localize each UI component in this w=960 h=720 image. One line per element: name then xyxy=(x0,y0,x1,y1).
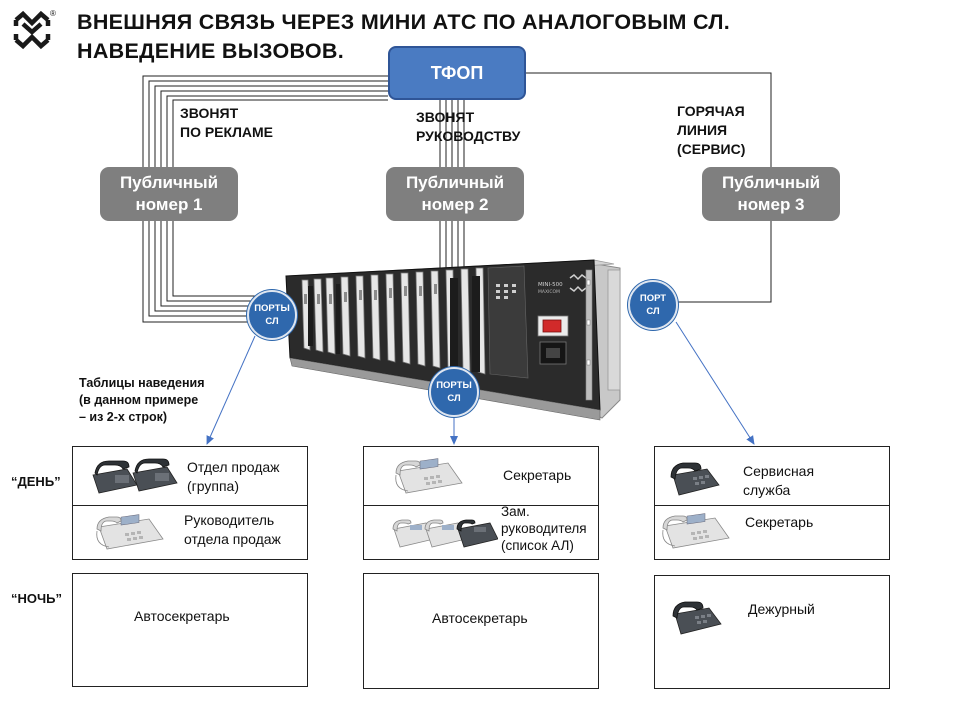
system-phone-icon xyxy=(662,513,730,549)
slide-title: ВНЕШНЯЯ СВЯЗЬ ЧЕРЕЗ МИНИ АТС ПО АНАЛОГОВ… xyxy=(77,8,730,66)
cell-line: Сервисная xyxy=(743,463,815,479)
cell-line: отдела продаж xyxy=(184,531,281,547)
device-brand-label: MAXICOM xyxy=(538,289,560,295)
trunk-ports-badge-2: ПОРТЫ СЛ xyxy=(429,367,479,417)
line-card-slots xyxy=(301,265,529,379)
system-phone-icon xyxy=(96,514,164,550)
dark-phone-icon xyxy=(670,462,720,496)
table-row: Зам. руководителя (список АЛ) xyxy=(364,503,598,559)
caption-line: ЗВОНЯТ xyxy=(180,105,239,121)
power-switch-icon xyxy=(542,319,562,333)
caption-public-number-3: ГОРЯЧАЯ ЛИНИЯ (СЕРВИС) xyxy=(677,102,745,159)
table-cell-text: Сервисная служба xyxy=(743,462,814,500)
table-cell-text: Секретарь xyxy=(503,467,572,483)
two-dark-phones-icon xyxy=(92,458,178,494)
public-number-3: Публичный номер 3 xyxy=(702,167,840,221)
routing-table-3-day: Сервисная служба Секретарь xyxy=(654,446,890,560)
device-logo-icon xyxy=(569,274,587,292)
caption-line: РУКОВОДСТВУ xyxy=(416,128,521,144)
table-cell-text: Автосекретарь xyxy=(432,610,528,626)
table-row: Секретарь xyxy=(655,505,889,559)
routing-tables-note: Таблицы наведения (в данном примере – из… xyxy=(79,375,205,426)
port-label-line: ПОРТ xyxy=(639,293,667,304)
note-line: Таблицы наведения xyxy=(79,376,205,390)
routing-table-2-night: Автосекретарь xyxy=(363,573,599,689)
cell-line: руководителя xyxy=(501,521,587,536)
table-cell-text: Автосекретарь xyxy=(134,608,230,624)
title-line-2: НАВЕДЕНИЕ ВЫЗОВОВ. xyxy=(77,39,344,63)
caption-public-number-2: ЗВОНЯТ РУКОВОДСТВУ xyxy=(416,108,520,146)
caption-line: ЗВОНЯТ xyxy=(416,109,475,125)
cell-line: (список АЛ) xyxy=(501,538,574,553)
port-label-line: СЛ xyxy=(447,393,461,404)
routing-table-1-night: Автосекретарь xyxy=(72,573,308,687)
public-number-2: Публичный номер 2 xyxy=(386,167,524,221)
note-line: (в данном примере xyxy=(79,393,199,407)
table-cell-text: Зам. руководителя (список АЛ) xyxy=(501,503,587,554)
cell-line: служба xyxy=(743,482,791,498)
three-phones-icon xyxy=(392,519,498,548)
registered-mark: ® xyxy=(50,9,56,18)
table-cell-text: Руководитель отдела продаж xyxy=(184,511,281,549)
table-cell-text: Дежурный xyxy=(748,601,815,617)
routing-table-2-day: Секретарь xyxy=(363,446,599,560)
device-model-label: MINI-500 xyxy=(538,282,563,288)
arrow-to-table-1 xyxy=(206,335,256,445)
table-row: Отдел продаж (группа) xyxy=(73,447,307,506)
row-label-night: “НОЧЬ” xyxy=(11,591,62,606)
cell-line: Руководитель xyxy=(184,512,275,528)
trunk-ports-badge-1: ПОРТЫ СЛ xyxy=(247,290,297,340)
caption-line: ГОРЯЧАЯ xyxy=(677,103,745,119)
tfop-node: ТФОП xyxy=(388,46,526,100)
routing-arrows xyxy=(206,321,755,445)
caption-line: ЛИНИЯ xyxy=(677,122,728,138)
table-row: Секретарь xyxy=(364,447,598,506)
system-phone-icon xyxy=(395,458,463,494)
routing-table-3-night: Дежурный xyxy=(654,575,890,689)
port-label-line: ПОРТЫ xyxy=(436,380,472,391)
mm-logo-icon xyxy=(13,10,51,50)
port-label-line: СЛ xyxy=(265,316,279,327)
row-label-day: “ДЕНЬ” xyxy=(11,474,61,489)
note-line: – из 2-х строк) xyxy=(79,410,168,424)
dark-phone-icon xyxy=(672,601,722,635)
table-cell-text: Секретарь xyxy=(745,514,814,530)
table-cell-text: Отдел продаж (группа) xyxy=(187,458,280,496)
arrow-to-table-3 xyxy=(675,321,755,445)
trunk-port-badge-3: ПОРТ СЛ xyxy=(628,280,678,330)
public-number-1: Публичный номер 1 xyxy=(100,167,238,221)
cell-line: Зам. xyxy=(501,504,530,519)
cell-line: Отдел продаж xyxy=(187,459,280,475)
caption-line: ПО РЕКЛАМЕ xyxy=(180,124,273,140)
table-row: Руководитель отдела продаж xyxy=(73,505,307,559)
port-label-line: СЛ xyxy=(646,306,660,317)
table-row: Сервисная служба xyxy=(655,447,889,506)
caption-line: (СЕРВИС) xyxy=(677,141,746,157)
port-label-line: ПОРТЫ xyxy=(254,303,290,314)
title-line-1: ВНЕШНЯЯ СВЯЗЬ ЧЕРЕЗ МИНИ АТС ПО АНАЛОГОВ… xyxy=(77,10,730,34)
cell-line: (группа) xyxy=(187,478,240,494)
caption-public-number-1: ЗВОНЯТ ПО РЕКЛАМЕ xyxy=(180,104,273,142)
routing-table-1-day: Отдел продаж (группа) Руководитель отдел… xyxy=(72,446,308,560)
